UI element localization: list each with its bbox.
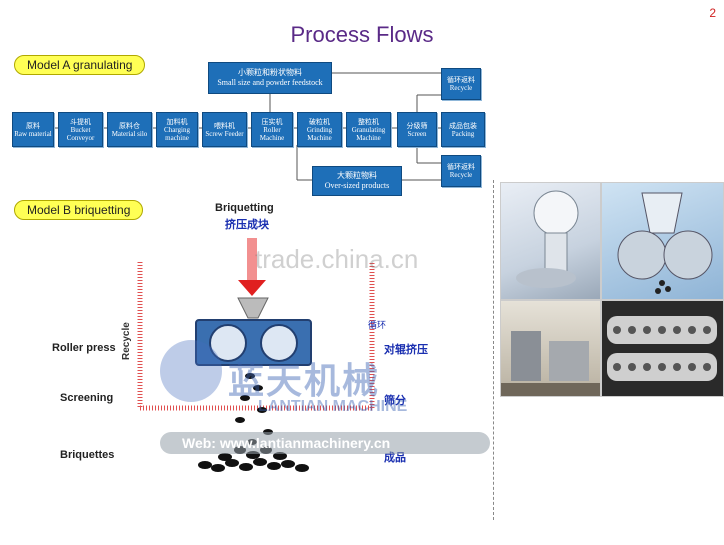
roller-press-label: Roller press [52,342,116,354]
watermark-web: Web: www.lantianmachinery.cn [160,432,490,454]
photo-rollers-closeup [601,300,724,397]
briquetting-label-en: Briquetting [215,202,274,214]
photo-factory [500,300,601,397]
brand-logo-icon [160,340,222,402]
briquetting-label-cn: 挤压成块 [225,219,269,231]
photo-hopper-machine [500,182,601,300]
photo-roller-diagram [601,182,724,300]
screening-label: Screening [60,392,114,404]
page-number: 2 [709,6,716,20]
roller-press-cn-label: 对辊挤压 [384,344,428,356]
recycle-label: Recycle [121,322,132,360]
screening-cn-label: 筛分 [384,395,406,407]
vertical-divider [493,180,494,520]
model-a-label: Model A granulating [14,55,146,75]
page-title: Process Flows [290,22,434,47]
recycle-label-cn: 循环 [368,320,387,330]
briquettes-cn-label: 成品 [384,452,406,464]
watermark-site: trade.china.cn [255,244,419,274]
watermark-brand-cn: 蓝天机械 [228,360,381,401]
briquettes-label: Briquettes [60,449,115,461]
model-b-label: Model B briquetting [14,200,144,220]
small-feedstock-box: 小颗粒和粉状物料 Small size and powder feedstock [208,62,332,94]
oversized-products-box: 大颗粒物料 Over-sized products [312,166,402,196]
watermark-brand-en: LANTIAN MACHINE [258,398,408,415]
